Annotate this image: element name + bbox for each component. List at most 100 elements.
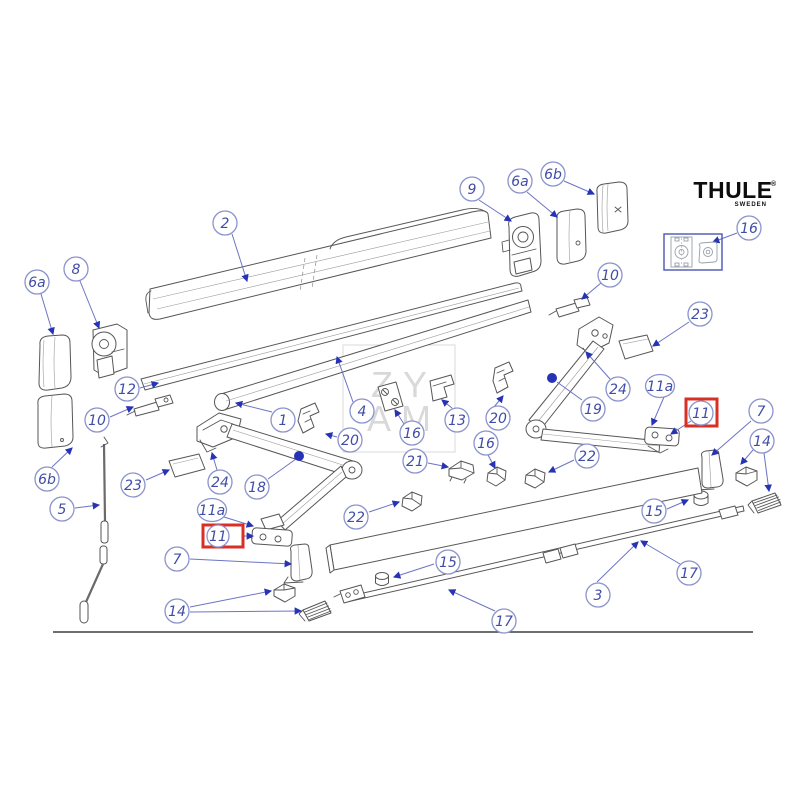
part-crank-handle [79,436,109,624]
svg-text:23: 23 [124,478,142,494]
part-clip-22-right [524,468,546,489]
part-support-pole [333,505,745,604]
callout-22-left: 22 [343,504,369,530]
highlight-box-11-left [201,523,245,549]
pivot-dot-right-arm [547,373,557,383]
part-clip-14-left [273,583,296,603]
registered-mark: ® [771,180,777,188]
callout-5: 5 [49,496,75,522]
part-arm-left [196,412,363,547]
pivot-dot-left-arm [294,451,304,461]
callout-1: 1 [270,407,296,433]
svg-text:10: 10 [88,413,106,429]
part-pad-14-right [747,492,782,514]
callout-22-right: 22 [574,443,600,469]
callout-8: 8 [63,256,89,282]
callout-2: 2 [212,210,238,236]
part-bracket-20-right [492,361,514,394]
part-cap-15-left [375,572,389,586]
svg-text:21: 21 [406,454,424,470]
svg-text:14: 14 [168,604,186,620]
part-clip-16-bottom [486,466,507,487]
highlight-box-11-right [684,397,719,428]
svg-text:12: 12 [118,382,136,398]
callout-24-left: 24 [207,469,233,495]
svg-text:2: 2 [221,216,230,232]
svg-text:6a: 6a [28,275,46,291]
svg-text:5: 5 [58,502,67,518]
svg-text:23: 23 [691,307,709,323]
svg-text:19: 19 [584,402,602,418]
callout-3: 3 [585,582,611,608]
callout-11a-right: 11a [644,373,676,399]
callout-23-left: 23 [120,472,146,498]
svg-text:14: 14 [753,434,771,450]
svg-text:20: 20 [341,433,359,449]
callout-11a-left: 11a [196,497,228,523]
callout-7-left: 7 [164,546,190,572]
callout-16-mid: 16 [399,420,425,446]
callout-16-top-right: 16 [736,215,762,241]
brand-logo: THULE ® SWEDEN [693,177,777,208]
part-end-cap-6b-top [596,181,629,234]
svg-text:16: 16 [477,436,495,452]
callout-14-left: 14 [164,598,190,624]
part-cover-23-left [168,453,206,478]
part-end-cap-6a-left [38,334,72,391]
callout-11-left-highlighted: 11 [206,524,230,548]
svg-text:7: 7 [173,552,182,568]
part-spring-left [126,394,174,417]
callout-14-right: 14 [749,428,775,454]
callout-9: 9 [459,176,485,202]
svg-text:8: 8 [72,262,81,278]
svg-text:6b: 6b [38,472,56,488]
svg-text:7: 7 [757,404,766,420]
svg-text:16: 16 [403,426,421,442]
part-spring-right [548,296,591,318]
callout-24-right: 24 [605,376,631,402]
svg-text:9: 9 [468,182,477,198]
svg-text:16: 16 [740,221,758,237]
svg-text:4: 4 [358,404,367,420]
part-motor-bracket-9 [501,212,542,277]
inset-box-16 [663,233,723,271]
part-arm-right [525,316,680,454]
callout-19: 19 [580,396,606,422]
svg-text:6a: 6a [511,174,529,190]
part-end-cap-6a-top [556,208,587,265]
part-pad-14-left [298,600,332,622]
callout-20-right: 20 [485,405,511,431]
part-end-cap-6b-left [37,393,74,449]
svg-text:6b: 6b [544,167,562,183]
callout-23-right: 23 [687,301,713,327]
svg-text:3: 3 [594,588,603,604]
leader-lines [40,180,772,615]
part-motor-bracket-left [91,323,128,379]
callout-6a-top: 6a [507,168,533,194]
svg-text:1: 1 [279,413,288,429]
part-clip-21 [448,460,475,484]
callout-10-left: 10 [84,407,110,433]
part-bracket-13 [429,374,455,402]
svg-text:11: 11 [692,406,710,422]
callout-15-left: 15 [435,549,461,575]
svg-text:24: 24 [609,382,627,398]
svg-text:11a: 11a [647,379,673,395]
callout-12: 12 [114,376,140,402]
callout-10-right: 10 [597,262,623,288]
callout-4: 4 [349,398,375,424]
callout-18: 18 [244,474,270,500]
svg-text:24: 24 [211,475,229,491]
part-clip-22-left [401,491,423,512]
callout-6b-left: 6b [34,466,60,492]
callout-17-left: 17 [491,608,517,634]
callout-21: 21 [402,448,428,474]
part-fabric-panel [325,467,703,574]
svg-text:13: 13 [448,413,466,429]
svg-text:22: 22 [347,510,365,526]
callout-20-left: 20 [337,427,363,453]
svg-text:10: 10 [601,268,619,284]
svg-text:11a: 11a [199,503,225,519]
